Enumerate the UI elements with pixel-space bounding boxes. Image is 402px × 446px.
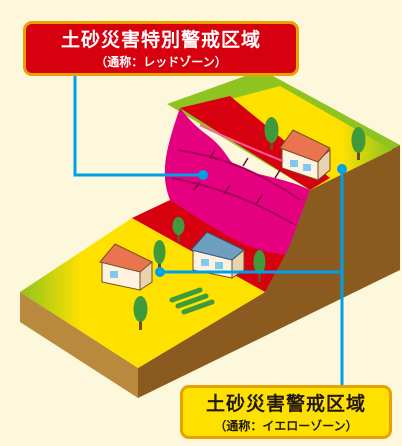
tree-icon <box>253 250 266 282</box>
yellow-zone-pointer-dot-lower <box>155 267 165 277</box>
trees <box>133 117 366 330</box>
slope-red-zone <box>164 108 310 255</box>
soil-block <box>20 145 400 398</box>
slope-crack-1 <box>193 149 281 205</box>
house-lower-center-roof <box>190 231 245 261</box>
special-warning-zone-title: 土砂災害特別警戒区域 <box>60 29 261 51</box>
tree-icon <box>133 296 148 330</box>
soil-side-face <box>138 145 400 398</box>
tree-icon <box>351 127 366 160</box>
vegetable-field <box>169 287 215 315</box>
leader-lines <box>73 76 347 385</box>
tree-icon <box>172 217 185 242</box>
tree-icon <box>153 240 166 272</box>
special-warning-zone-subtitle: （通称：レッドゾーン） <box>95 55 227 69</box>
house-lower-left-window <box>110 271 118 278</box>
house-upper <box>279 129 331 182</box>
lower-flat-yellow-zone <box>20 218 265 368</box>
slope-fold-2 <box>171 177 296 226</box>
yellow-zone-pointer-dot-upper <box>337 164 347 174</box>
slope-surface <box>164 108 310 255</box>
soil-front-face <box>20 292 138 398</box>
slope-fold-1 <box>177 149 301 201</box>
red-zone-leader-line <box>73 76 203 177</box>
house-lower-left-roof <box>99 243 153 273</box>
tree-icon <box>264 117 279 150</box>
house-upper-roof <box>279 129 331 163</box>
red-zone-pointer-dot <box>198 170 208 180</box>
house-upper-window-2 <box>303 164 311 171</box>
house-lower-left <box>99 243 153 291</box>
warning-zone-label: 土砂災害警戒区域 （通称：イエローゾーン） <box>180 385 392 439</box>
house-upper-window <box>290 160 298 167</box>
special-warning-zone-label: 土砂災害特別警戒区域 （通称：レッドゾーン） <box>23 21 299 76</box>
warning-zone-title: 土砂災害警戒区域 <box>205 393 366 415</box>
house-lower-center-window-2 <box>215 262 223 269</box>
house-lower-center-window <box>201 259 209 266</box>
warning-zone-subtitle: （通称：イエローゾーン） <box>214 419 358 433</box>
